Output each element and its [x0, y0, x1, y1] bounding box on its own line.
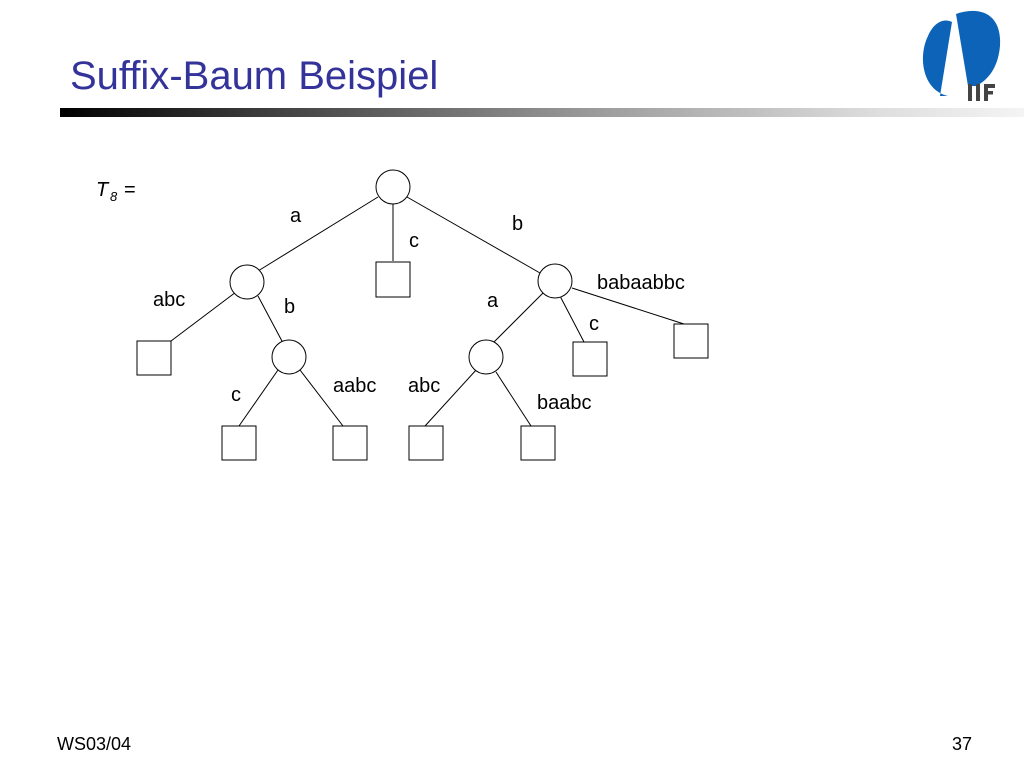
tree-node-a	[229, 264, 265, 300]
edge-label-c3: c	[231, 384, 241, 406]
edge-label-aabc: aabc	[333, 375, 376, 397]
edge-root-left	[257, 196, 379, 272]
logo-letter-i1	[968, 84, 972, 101]
edge-root-right	[406, 196, 541, 274]
tree-leaf-baabc	[408, 425, 444, 461]
footer-page-number: 37	[951, 734, 972, 754]
edge-label-b2: b	[284, 296, 295, 318]
logo-letter-f-mid	[984, 91, 993, 95]
edge-ba-right	[495, 371, 532, 427]
edge-b-left	[491, 292, 544, 345]
logo-letter-i2	[976, 84, 980, 101]
slide-title: Suffix-Baum Beispiel	[70, 54, 439, 98]
iif-logo	[922, 10, 1001, 101]
title-divider	[60, 108, 1024, 117]
edge-label-abc2: abc	[408, 375, 440, 397]
edge-ab-left	[238, 369, 279, 427]
tree-node-root	[375, 169, 411, 205]
tree-label-t: T	[96, 179, 110, 201]
edge-b-right	[571, 287, 685, 325]
edge-a-right	[257, 295, 284, 344]
edge-ba-left	[424, 368, 478, 427]
edge-label-a2: a	[487, 290, 499, 312]
edge-label-a: a	[290, 205, 302, 227]
tree-leaf-c	[375, 261, 411, 298]
tree-leaf-abc	[221, 425, 257, 461]
footer-semester: WS03/04	[57, 734, 132, 754]
tree-node-ab	[271, 339, 307, 375]
logo-letter-f-top	[984, 84, 995, 88]
edge-a-left	[170, 291, 237, 342]
tree-label-sub: 8	[110, 189, 118, 204]
edge-b-middle	[559, 295, 585, 343]
edge-label-babaabbc: babaabbc	[597, 272, 685, 294]
edge-label-c2: c	[589, 313, 599, 335]
tree-leaf-bc	[572, 341, 608, 377]
tree-leaf-abaabc	[332, 425, 368, 461]
logo-swoosh-left	[922, 20, 952, 96]
tree-node-ba	[468, 339, 504, 375]
edge-ab-right	[299, 369, 344, 427]
edge-label-b: b	[512, 213, 523, 235]
edge-label-abc: abc	[153, 289, 185, 311]
tree-node-b	[537, 263, 573, 299]
tree-leaf-babaabbc	[520, 425, 556, 461]
tree-leaf-aabc	[136, 340, 172, 376]
edge-label-c: c	[409, 230, 419, 252]
edge-label-baabc: baabc	[537, 392, 592, 414]
tree-label-eq: =	[124, 179, 136, 201]
tree-leaf-babaabbc-full	[673, 323, 709, 359]
logo-swoosh-right	[956, 10, 1001, 87]
